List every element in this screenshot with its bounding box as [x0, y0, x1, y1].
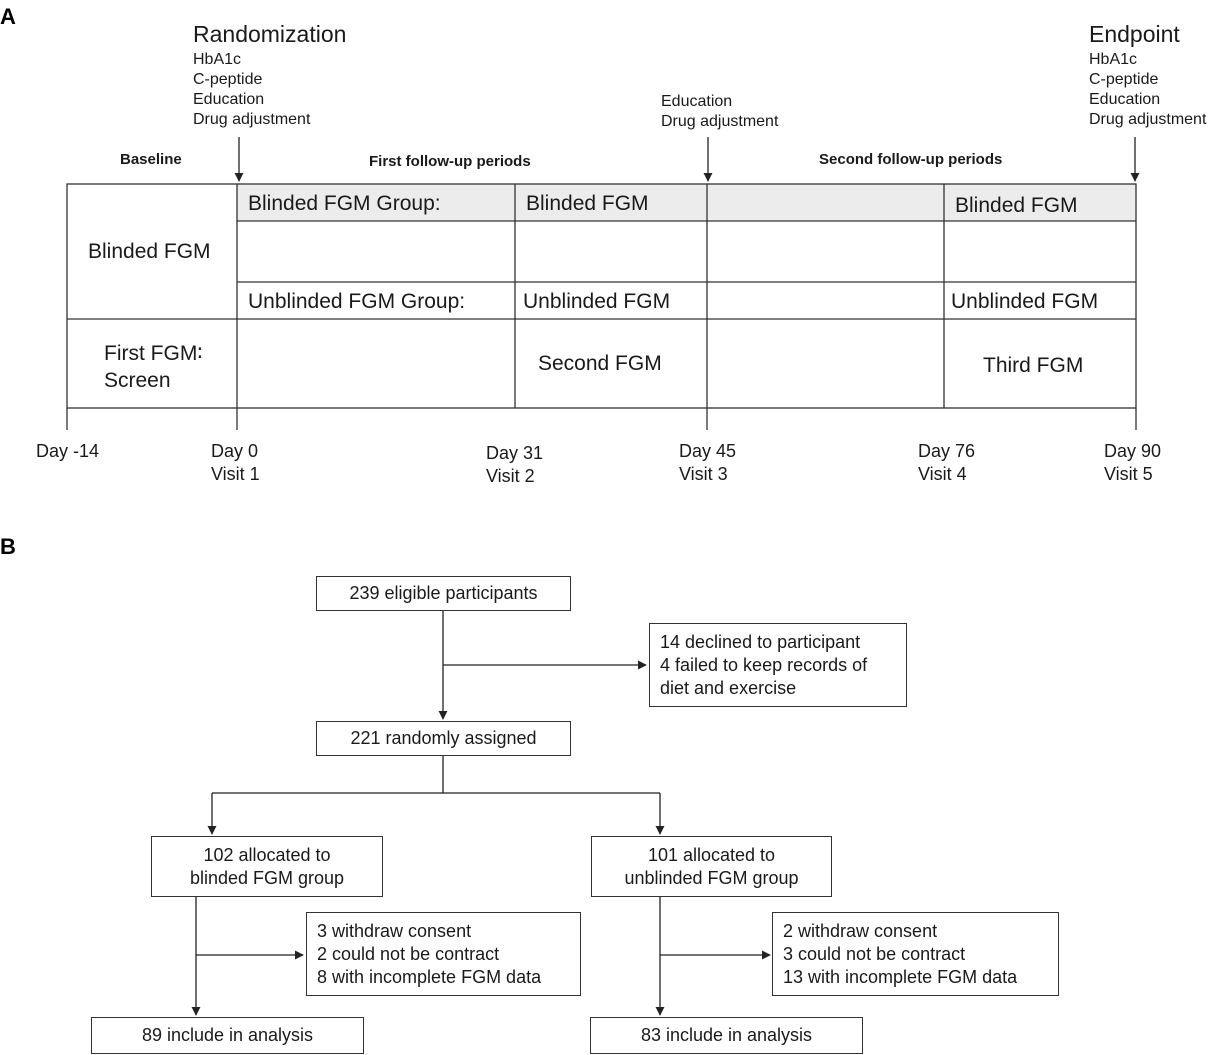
day-label: Day 45 Visit 3 [679, 440, 736, 486]
day-text: Day 76 [918, 441, 976, 461]
visit-text: Visit 4 [918, 464, 967, 484]
blinded-group-label: Blinded FGM Group: [248, 192, 441, 215]
excluded-line: 14 declined to participant [660, 631, 861, 652]
randomized-text: 221 randomly assigned [350, 728, 537, 748]
visit-text: Visit 1 [211, 464, 260, 484]
blinded-fgm-period-2: Blinded FGM [955, 194, 1078, 217]
mid-notes: Education Drug adjustment [661, 92, 778, 132]
endpoint-items: HbA1c C-peptide Education Drug adjustmen… [1089, 50, 1206, 130]
loss-line: 3 withdraw consent [317, 920, 472, 941]
loss-line: 8 with incomplete FGM data [317, 966, 542, 987]
unblinded-loss-box: 2 withdraw consent 3 could not be contra… [772, 912, 1059, 996]
mid-note: Drug adjustment [661, 113, 779, 130]
endpoint-item: HbA1c [1089, 51, 1138, 68]
header-band [237, 184, 1136, 221]
allocation-line: unblinded FGM group [624, 867, 799, 888]
loss-line: 2 withdraw consent [783, 920, 938, 941]
unblinded-analysis-box: 83 include in analysis [590, 1017, 863, 1054]
day-label: Day 31 Visit 2 [486, 442, 543, 488]
visit-text: Visit 5 [1104, 464, 1153, 484]
allocation-line: 101 allocated to [647, 844, 776, 865]
loss-line: 13 with incomplete FGM data [783, 966, 1018, 987]
flow-lines [191, 610, 771, 1016]
randomization-item: C-peptide [193, 71, 263, 88]
blinded-fgm-period-1: Blinded FGM [526, 192, 649, 215]
blinded-loss-box: 3 withdraw consent 2 could not be contra… [306, 912, 581, 996]
allocation-line: 102 allocated to [203, 844, 331, 865]
endpoint-item: C-peptide [1089, 71, 1159, 88]
unblinded-group-label: Unblinded FGM Group: [248, 290, 466, 313]
endpoint-item: Education [1089, 91, 1161, 108]
endpoint-title: Endpoint [1089, 21, 1180, 47]
timepoint-arrows [234, 137, 1140, 182]
first-fgm-line: First FGM∶ [104, 342, 203, 365]
unblinded-allocation-box: 101 allocated to unblinded FGM group [591, 836, 832, 897]
visit-text: Visit 3 [679, 464, 728, 484]
first-followup-label: First follow-up periods [369, 153, 531, 170]
randomization-item: Education [193, 91, 265, 108]
third-fgm-label: Third FGM [983, 354, 1084, 377]
visit-text: Visit 2 [486, 466, 535, 486]
day-text: Day 45 [679, 441, 737, 461]
loss-line: 2 could not be contract [317, 943, 500, 964]
randomization-item: HbA1c [193, 51, 242, 68]
second-followup-label: Second follow-up periods [819, 151, 1003, 168]
eligible-box: 239 eligible participants [316, 576, 571, 611]
analysis-text: 89 include in analysis [141, 1025, 314, 1045]
randomization-items: HbA1c C-peptide Education Drug adjustmen… [193, 50, 310, 130]
randomization-title: Randomization [193, 21, 347, 47]
blinded-fgm-baseline: Blinded FGM [88, 240, 211, 263]
loss-line: 3 could not be contract [783, 943, 966, 964]
unblinded-fgm-period-1: Unblinded FGM [523, 290, 671, 313]
day-text: Day 90 [1104, 441, 1162, 461]
eligible-text: 239 eligible participants [349, 583, 538, 603]
first-fgm-line: Screen [104, 369, 171, 392]
mid-note: Education [661, 93, 733, 110]
allocation-line: blinded FGM group [189, 867, 345, 888]
day-label: Day -14 [36, 440, 99, 463]
randomized-box: 221 randomly assigned [316, 721, 571, 756]
first-fgm-label: First FGM∶ Screen [104, 340, 203, 394]
endpoint-item: Drug adjustment [1089, 111, 1207, 128]
day-text: Day 0 [211, 441, 259, 461]
excluded-line: diet and exercise [660, 677, 797, 698]
second-fgm-label: Second FGM [538, 352, 662, 375]
unblinded-fgm-period-2: Unblinded FGM [951, 290, 1099, 313]
panel-a-label: A [0, 4, 16, 29]
randomization-item: Drug adjustment [193, 111, 311, 128]
panel-b-label: B [0, 534, 16, 559]
day-label: Day 0 Visit 1 [211, 440, 260, 486]
day-label: Day 76 Visit 4 [918, 440, 975, 486]
day-text: Day 31 [486, 443, 544, 463]
excluded-line: 4 failed to keep records of [660, 654, 868, 675]
excluded-box: 14 declined to participant 4 failed to k… [649, 623, 907, 707]
analysis-text: 83 include in analysis [640, 1025, 813, 1045]
blinded-analysis-box: 89 include in analysis [91, 1017, 364, 1054]
day-label: Day 90 Visit 5 [1104, 440, 1161, 486]
day-text: Day -14 [36, 441, 100, 461]
blinded-allocation-box: 102 allocated to blinded FGM group [151, 836, 383, 897]
baseline-label: Baseline [120, 151, 182, 168]
timeline-grid [66, 183, 1137, 430]
